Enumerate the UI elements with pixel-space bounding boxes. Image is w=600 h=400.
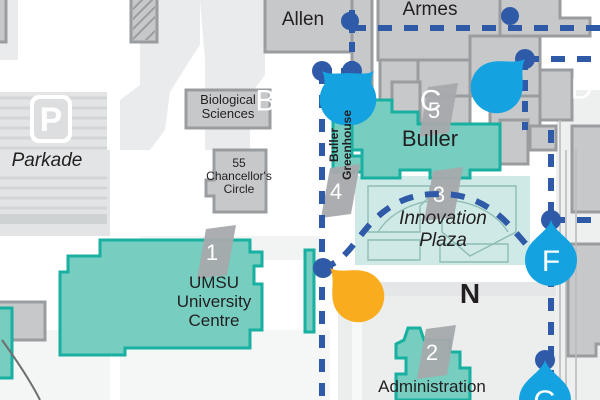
label-north-letter: N xyxy=(460,278,480,309)
number-badge: 5 xyxy=(419,83,458,137)
label-allen: Allen xyxy=(282,9,324,30)
label-chancellors-num: 55 xyxy=(232,156,246,170)
small-pin-top-left[interactable] xyxy=(341,12,360,39)
pin-letter: F xyxy=(542,245,560,278)
number-badge: 4 xyxy=(321,164,360,218)
pin-letter: B xyxy=(255,84,275,117)
parkade-p-icon: P xyxy=(30,95,72,143)
marker-f[interactable]: F xyxy=(525,220,577,286)
curved-road xyxy=(1,339,41,400)
marker-a[interactable]: A xyxy=(247,223,395,371)
number-badge: 2 xyxy=(417,325,456,379)
pin-letter: A xyxy=(263,281,283,314)
marker-d[interactable]: D xyxy=(460,14,600,163)
parkade-area xyxy=(0,92,107,224)
innovation-plaza-area xyxy=(355,176,530,265)
pin-letter: C xyxy=(420,84,442,117)
number-badge-text: 4 xyxy=(330,179,342,204)
node-a[interactable] xyxy=(313,258,333,278)
label-buller-greenhouse-2: Greenhouse xyxy=(340,110,354,180)
hatched-building xyxy=(133,0,155,40)
marker-g[interactable]: G xyxy=(519,360,571,400)
label-umsu-1: UMSU xyxy=(189,273,239,292)
number-badge-text: 1 xyxy=(206,240,218,265)
small-pin-top-right[interactable] xyxy=(501,7,520,34)
marker-c[interactable]: C xyxy=(309,26,458,175)
label-chancellors-circle: Chancellor's xyxy=(206,169,272,183)
label-chancellors-circle2: Circle xyxy=(224,182,255,196)
label-umsu-3: Centre xyxy=(188,311,239,330)
label-biological-sciences: Biological xyxy=(200,92,256,107)
number-badge-text: 5 xyxy=(428,98,440,123)
pin-letter: G xyxy=(533,385,556,400)
number-badge: 3 xyxy=(424,167,463,221)
label-biological-sciences2: Sciences xyxy=(202,106,255,121)
number-badge-text: 2 xyxy=(426,340,438,365)
label-armes: Armes xyxy=(403,0,458,20)
label-innovation-plaza2: Plaza xyxy=(419,230,467,251)
number-badge-text: 3 xyxy=(433,182,445,207)
label-parkade: Parkade xyxy=(12,150,83,171)
pin-letter: D xyxy=(571,72,593,105)
small-pin-layer[interactable] xyxy=(341,7,520,39)
label-umsu-2: University xyxy=(177,292,252,311)
label-buller: Buller xyxy=(402,126,458,151)
pin-marker-layer[interactable]: A B C D F G xyxy=(239,14,600,400)
label-buller-greenhouse-1: Buller xyxy=(327,128,341,162)
label-innovation-plaza: Innovation xyxy=(399,208,487,229)
number-badge: 1 xyxy=(197,225,236,279)
number-badge-layer: 1 2 3 4 5 xyxy=(197,83,463,379)
route-plaza-arc xyxy=(321,190,553,271)
parking-letter: P xyxy=(40,101,63,139)
label-administration: Administration xyxy=(378,377,486,396)
